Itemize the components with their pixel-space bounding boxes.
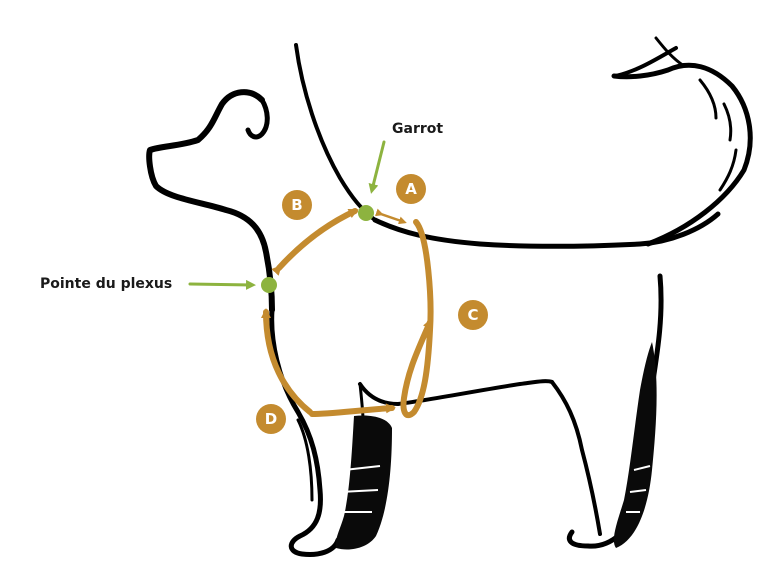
arrow-c <box>400 219 434 419</box>
badge-a: A <box>396 174 426 204</box>
plexus-point <box>261 277 277 293</box>
tail-outline <box>611 62 753 247</box>
shaded-front-leg <box>335 415 392 550</box>
arrow-b <box>271 208 359 276</box>
belly-line <box>358 379 554 406</box>
pointer-arrows <box>188 140 386 290</box>
pointe-du-plexus-label: Pointe du plexus <box>40 276 173 292</box>
badge-c: C <box>458 300 488 330</box>
badge-b: B <box>282 190 312 220</box>
garrot-point <box>358 205 374 221</box>
plexus-pointer <box>188 279 256 290</box>
measurement-arrows <box>261 208 434 419</box>
shaded-legs <box>335 342 657 550</box>
dog-outline <box>146 36 753 557</box>
garrot-label: Garrot <box>392 121 444 137</box>
arrow-a <box>374 208 407 225</box>
head-outline <box>146 89 275 313</box>
shaded-rear-leg <box>613 342 657 548</box>
arrow-d <box>261 308 313 415</box>
badge-d: D <box>256 404 286 434</box>
arrow-d-2 <box>309 403 396 417</box>
garrot-pointer <box>368 140 386 194</box>
front-leg-outline <box>269 307 341 557</box>
ear-outline <box>245 97 270 140</box>
